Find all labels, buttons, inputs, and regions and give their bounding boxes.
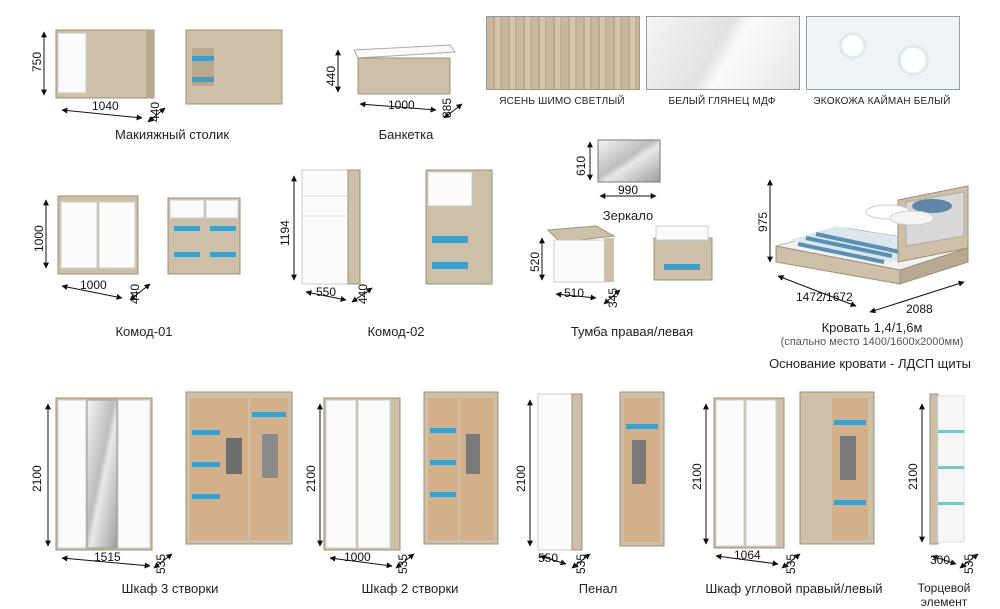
dim-nightstand-depth: 345 xyxy=(606,287,620,308)
end-element-drawing xyxy=(929,393,965,545)
dim-makeup-height: 750 xyxy=(30,51,44,72)
corner-wardrobe-open xyxy=(799,391,875,545)
banquette-drawing xyxy=(353,44,456,95)
dim-wardrobe2-height: 2100 xyxy=(304,465,318,492)
caption-makeup-table: Макияжный столик xyxy=(114,127,230,142)
bed-drawing xyxy=(775,185,969,285)
dim-banquette-depth: 385 xyxy=(440,97,454,118)
caption-chest02: Комод-02 xyxy=(367,324,425,339)
dim-mirror-width: 990 xyxy=(618,183,639,197)
dim-makeup-depth: 440 xyxy=(148,101,162,122)
swatch-ash-shimo xyxy=(486,16,640,90)
dim-chest01-depth: 440 xyxy=(128,283,142,304)
penal-closed xyxy=(537,393,583,551)
mirror-drawing xyxy=(597,139,661,183)
swatch-label-gloss: БЕЛЫЙ ГЛЯНЕЦ МДФ xyxy=(668,96,776,107)
wardrobe2-open xyxy=(423,391,499,545)
dim-penal-width: 550 xyxy=(538,551,559,565)
dim-chest02-depth: 440 xyxy=(356,283,370,304)
dim-chest02-width: 550 xyxy=(316,285,337,299)
caption-corner-wardrobe: Шкаф угловой правый/левый xyxy=(705,581,883,596)
dim-nightstand-height: 520 xyxy=(528,251,542,272)
dim-chest01-width: 1000 xyxy=(80,278,107,292)
dim-end-depth: 535 xyxy=(962,553,976,574)
dim-end-height: 2100 xyxy=(906,463,920,490)
dim-corner-width: 1064 xyxy=(734,548,761,562)
dim-wardrobe3-height: 2100 xyxy=(30,465,44,492)
dim-chest02-height: 1194 xyxy=(278,220,292,246)
caption-wardrobe3: Шкаф 3 створки xyxy=(121,581,219,596)
dim-banquette-width: 1000 xyxy=(388,98,415,112)
corner-wardrobe-closed xyxy=(713,397,785,549)
caption-banquette: Банкетка xyxy=(378,127,434,142)
caption-bed: Кровать 1,4/1,6м xyxy=(821,320,923,335)
dim-corner-height: 2100 xyxy=(690,463,704,490)
dim-corner-depth: 535 xyxy=(784,553,798,574)
wardrobe3-open xyxy=(185,391,293,545)
nightstand-open xyxy=(653,225,713,281)
chest02-closed xyxy=(301,169,361,285)
dim-penal-height: 2100 xyxy=(514,465,528,492)
dim-wardrobe3-depth: 535 xyxy=(154,553,168,574)
wardrobe3-closed xyxy=(55,397,153,551)
nightstand-closed xyxy=(546,225,616,283)
dim-wardrobe3-width: 1515 xyxy=(94,550,121,564)
swatch-caiman-white xyxy=(806,16,960,90)
dim-wardrobe2-width: 1000 xyxy=(344,550,371,564)
dim-end-width: 300 xyxy=(930,553,951,567)
dim-chest01-height: 1000 xyxy=(32,225,46,252)
caption-end-element: Торцевой элемент xyxy=(917,581,971,609)
dim-penal-depth: 535 xyxy=(574,553,588,574)
swatch-white-gloss xyxy=(646,16,800,90)
caption-chest01: Комод-01 xyxy=(115,324,173,339)
makeup-table-closed xyxy=(55,29,155,99)
chest01-closed xyxy=(57,195,139,275)
caption-mirror: Зеркало xyxy=(602,208,654,223)
caption-nightstand: Тумба правая/левая xyxy=(570,324,694,339)
caption-bed-base: Основание кровати - ЛДСП щиты xyxy=(769,356,971,371)
caption-wardrobe2: Шкаф 2 створки xyxy=(361,581,459,596)
dim-banquette-height: 440 xyxy=(324,65,338,86)
dim-wardrobe2-depth: 535 xyxy=(396,553,410,574)
dim-bed-width: 1472/1672 xyxy=(796,290,853,304)
penal-open xyxy=(619,391,665,547)
dim-mirror-height: 610 xyxy=(574,155,588,176)
swatch-label-ash: ЯСЕНЬ ШИМО СВЕТЛЫЙ xyxy=(499,96,625,107)
swatch-label-caiman: ЭКОКОЖА КАЙМАН БЕЛЫЙ xyxy=(813,96,951,107)
dim-makeup-width: 1040 xyxy=(92,99,119,113)
caption-penal: Пенал xyxy=(578,581,618,596)
chest01-open xyxy=(167,197,241,275)
wardrobe2-closed xyxy=(323,397,401,551)
dim-bed-height: 975 xyxy=(756,211,770,232)
makeup-table-open xyxy=(185,29,283,105)
chest02-open xyxy=(425,169,493,285)
caption-bed-sleeping: (спально место 1400/1600х2000мм) xyxy=(780,336,964,348)
dim-bed-length: 2088 xyxy=(906,302,933,316)
dim-nightstand-width: 510 xyxy=(564,286,585,300)
